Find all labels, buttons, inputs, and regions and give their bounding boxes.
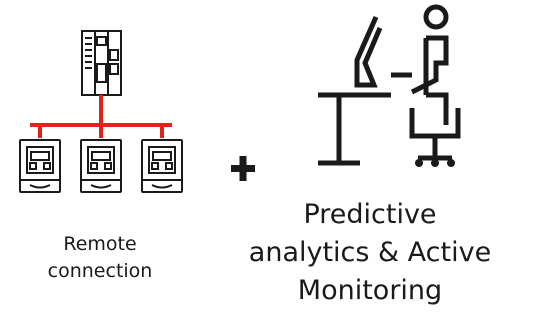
caption-line: Remote	[63, 233, 137, 255]
caption-line: connection	[47, 260, 153, 282]
remote-connection-caption: Remote connection	[0, 231, 200, 285]
person-at-desk-icon	[318, 4, 461, 166]
drive-icon-1	[19, 139, 61, 193]
controller-icon	[81, 30, 122, 96]
plus-icon	[231, 156, 255, 181]
drive-icon-2	[80, 139, 122, 193]
predictive-analytics-caption: Predictive analytics & Active Monitoring	[220, 196, 520, 310]
caption-line: Monitoring	[297, 275, 443, 306]
chair-casters	[415, 159, 455, 167]
drive-icon-3	[141, 139, 183, 193]
network-connection-lines	[30, 95, 172, 138]
caption-line: analytics & Active	[248, 237, 492, 268]
caption-line: Predictive	[303, 199, 437, 230]
